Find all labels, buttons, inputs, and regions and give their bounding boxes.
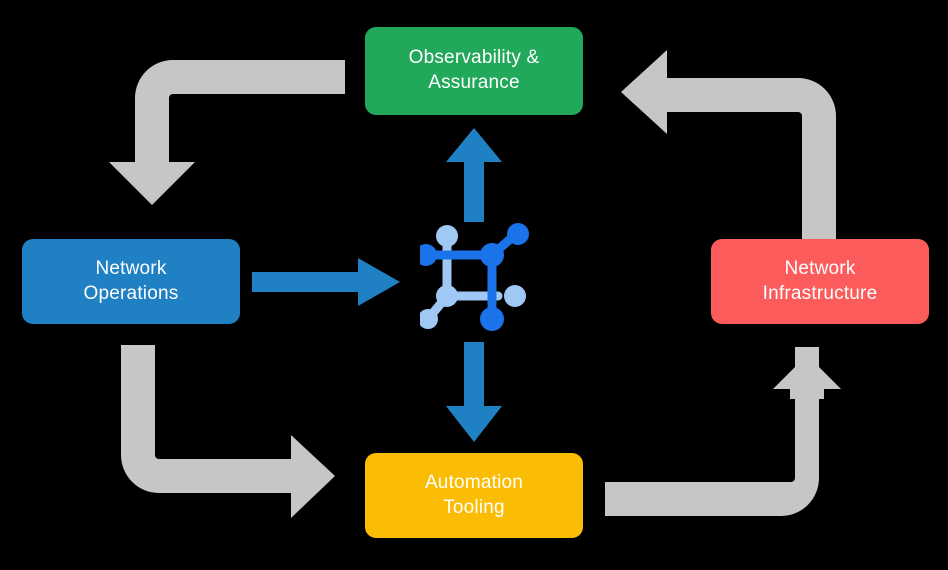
node-label-line1: Network [95, 257, 167, 279]
node-label-line1: Automation [424, 471, 524, 493]
node-network-infrastructure[interactable]: Network Infrastructure [711, 239, 929, 324]
node-label: Network Infrastructure [763, 257, 878, 306]
node-label-line2: Infrastructure [762, 282, 878, 304]
node-label-line1: Observability & [408, 47, 540, 69]
arrow-down-icon [446, 342, 502, 442]
node-observability-assurance[interactable]: Observability & Assurance [365, 27, 583, 115]
node-label: Observability & Assurance [409, 46, 540, 95]
elbow-arrow-down-icon [109, 60, 345, 205]
node-label: Network Operations [84, 257, 179, 306]
node-label-line2: Assurance [428, 72, 520, 93]
network-mesh-icon [420, 223, 529, 331]
elbow-arrow-right-icon [121, 345, 335, 518]
node-label-line1: Network [784, 257, 856, 279]
arrow-up-icon [446, 128, 502, 222]
node-automation-tooling[interactable]: Automation Tooling [365, 453, 583, 538]
elbow-arrow-up-icon [605, 347, 841, 516]
elbow-arrow-left-icon [621, 50, 836, 245]
node-label: Automation Tooling [425, 471, 523, 520]
arrow-right-icon [252, 258, 400, 306]
node-network-operations[interactable]: Network Operations [22, 239, 240, 324]
node-label-line2: Operations [83, 282, 179, 304]
node-label-line2: Tooling [443, 496, 505, 518]
